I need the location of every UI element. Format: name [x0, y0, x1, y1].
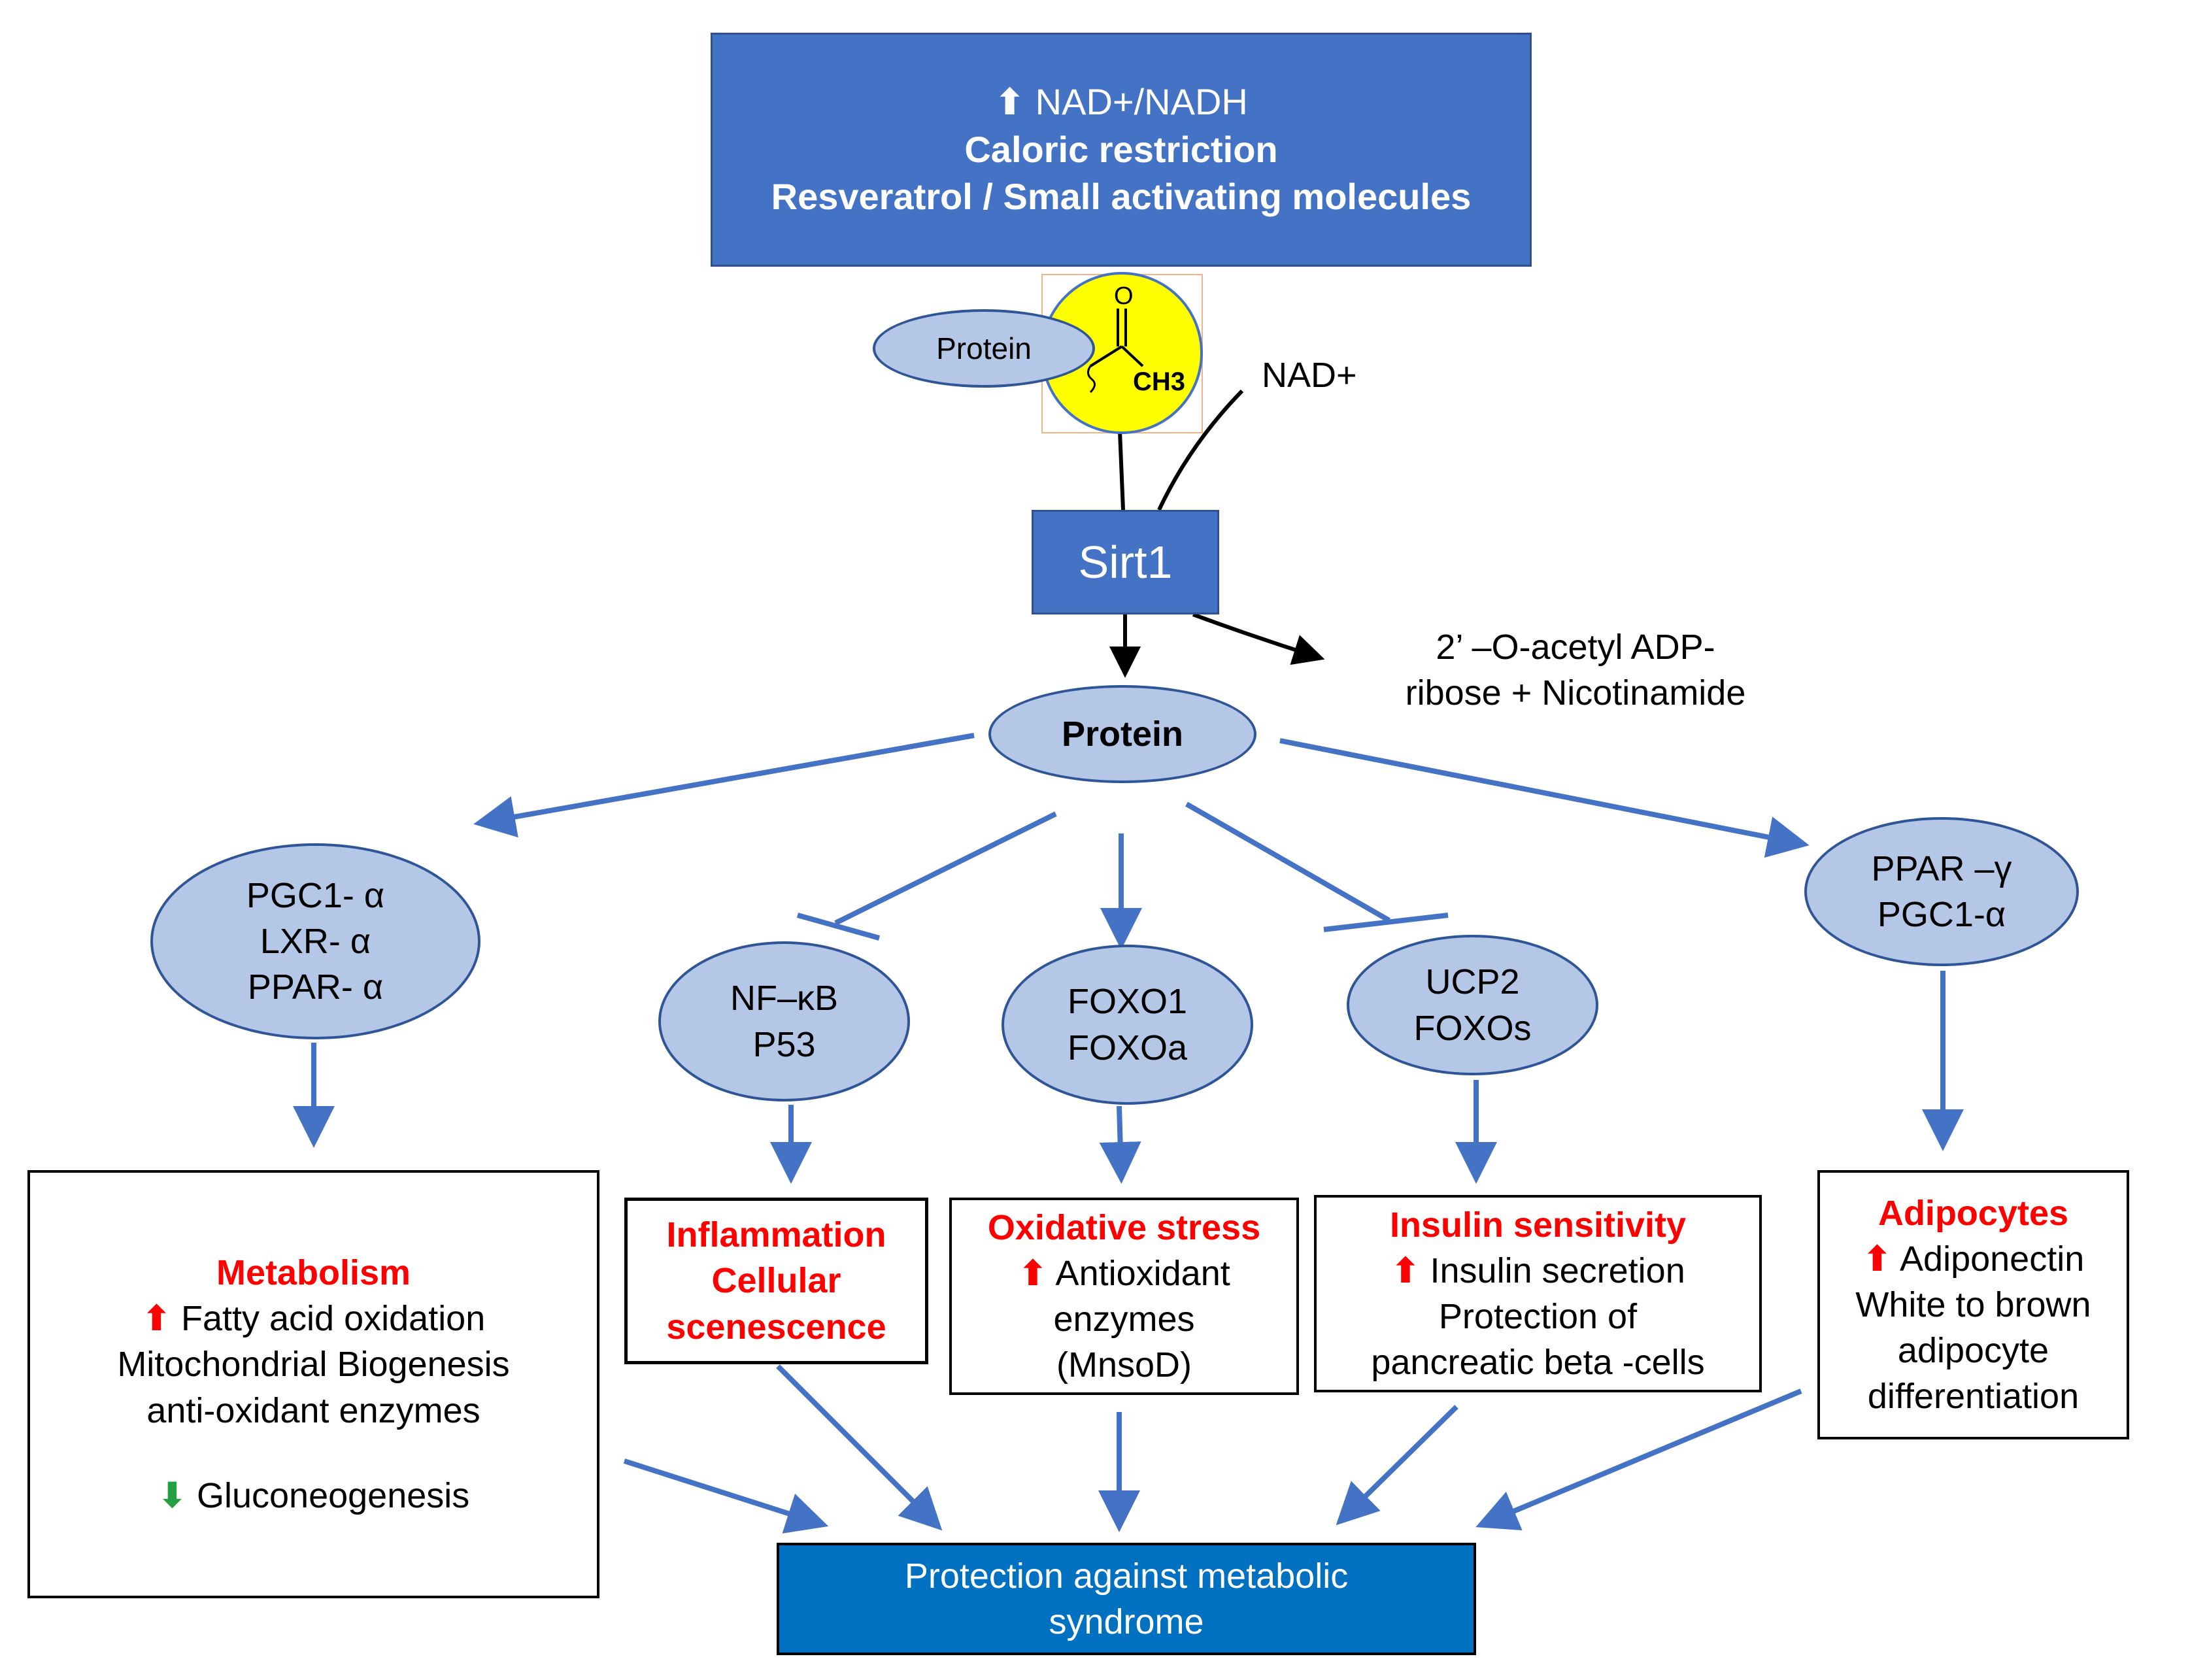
protein-inhibits-nfkb-line — [834, 811, 1057, 926]
ucp2-foxos-oval: UCP2 FOXOs — [1347, 935, 1598, 1075]
acetylated-protein-oval: Protein — [873, 309, 1095, 388]
up-arrow-icon: ⬆ — [1018, 1253, 1048, 1293]
up-arrow-icon: ⬆ — [141, 1299, 171, 1339]
adipocytes-box: Adipocytes ⬆ Adiponectin White to brown … — [1817, 1170, 2129, 1439]
acetyl-ch3-label: CH3 — [1133, 367, 1185, 396]
oxidative-stress-box: Oxidative stress ⬆ Antioxidant enzymes (… — [949, 1198, 1299, 1395]
up-arrow-icon: ⬆ — [994, 80, 1026, 122]
wavy-bond-icon — [1087, 365, 1096, 394]
protein-inhibits-ucp2-line — [1185, 801, 1390, 923]
acetyl-o-label: O — [1114, 282, 1134, 310]
resveratrol-line: Resveratrol / Small activating molecules — [771, 176, 1472, 218]
sirt1-box: Sirt1 — [1032, 510, 1219, 614]
insulin-to-protection-arrow — [1336, 1405, 1458, 1526]
top-conditions-box: ⬆ NAD+/NADH Caloric restriction Resverat… — [711, 33, 1532, 267]
pgc1-lxr-ppar-oval: PGC1- α LXR- α PPAR- α — [150, 843, 480, 1039]
protection-box: Protection against metabolic syndrome — [777, 1543, 1476, 1655]
caloric-restriction-line: Caloric restriction — [964, 128, 1278, 170]
inflammation-to-protection-arrow — [776, 1364, 943, 1531]
reaction-lines — [1109, 389, 1325, 678]
acetyl-group: O CH3 — [1041, 272, 1203, 434]
protein-to-ppar-arrow — [1279, 738, 1810, 858]
acetyl-to-sirt1-line — [1118, 431, 1125, 511]
nad-label: NAD+ — [1262, 356, 1357, 395]
adipocytes-to-protection-arrow — [1475, 1388, 1802, 1531]
sirt1-to-products-arrow — [1192, 613, 1325, 665]
down-arrow-icon: ⬇ — [157, 1475, 187, 1515]
foxo-to-oxidative-arrow — [1099, 1105, 1141, 1184]
nad-ratio-line: ⬆ NAD+/NADH — [994, 80, 1248, 122]
nad-to-sirt1-line — [1157, 389, 1244, 511]
ucp2-inhibition-bar — [1323, 913, 1449, 932]
reaction-products-label: 2’ –O-acetyl ADP- ribose + Nicotinamide — [1405, 628, 1746, 713]
metabolism-box: Metabolism ⬆ Fatty acid oxidation Mitoch… — [27, 1170, 599, 1598]
inflammation-box: Inflammation Cellular scenescence — [624, 1198, 928, 1364]
ppar-gamma-oval: PPAR –γ PGC1-α — [1804, 817, 2079, 966]
protein-oval: Protein — [988, 685, 1256, 783]
protein-to-pgc1-arrow — [473, 733, 975, 838]
insulin-sensitivity-box: Insulin sensitivity ⬆ Insulin secretion … — [1314, 1195, 1762, 1392]
up-arrow-icon: ⬆ — [1390, 1251, 1421, 1290]
metabolism-to-protection-arrow — [623, 1458, 829, 1534]
metabolism-title: Metabolism — [216, 1253, 411, 1293]
up-arrow-icon: ⬆ — [1862, 1239, 1892, 1279]
pathway-arrows — [293, 733, 1964, 1534]
foxo1-foxoa-oval: FOXO1 FOXOa — [1002, 945, 1253, 1105]
nfkb-p53-oval: NF–κB P53 — [658, 941, 910, 1101]
nfkb-inhibition-bar — [796, 913, 881, 941]
